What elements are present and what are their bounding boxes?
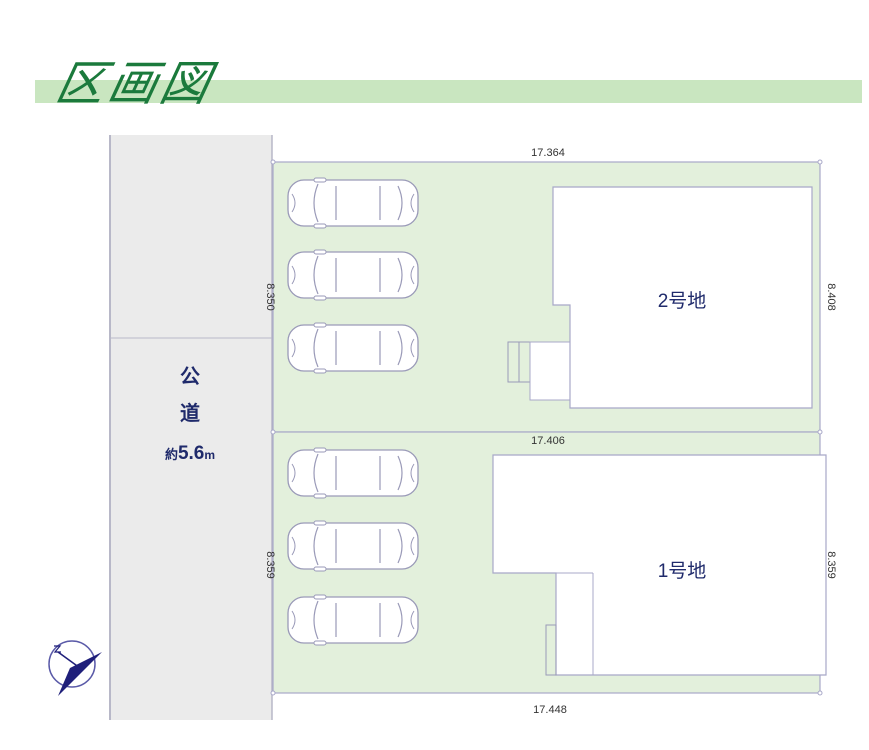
parking-space-car <box>287 249 419 301</box>
dim-lot2-top: 17.364 <box>531 147 565 159</box>
parking-space-car <box>287 594 419 646</box>
dim-lot2-left: 8.350 <box>264 283 276 311</box>
lot-2-label: 2号地 <box>658 290 707 312</box>
title-band <box>35 80 862 103</box>
house-2 <box>552 186 813 409</box>
dim-lot1-bottom: 17.448 <box>533 704 567 716</box>
parking-space-car <box>287 520 419 572</box>
public-road <box>110 135 272 720</box>
dim-lot2-right: 8.408 <box>825 283 837 311</box>
north-arrow-icon <box>48 640 102 696</box>
porch-2 <box>529 341 571 401</box>
parking-space-car <box>287 447 419 499</box>
road-label-1: 公 <box>180 365 200 388</box>
road-width: 約5.6m <box>165 443 215 464</box>
road-label-2: 道 <box>180 401 200 425</box>
lot-1-label: 1号地 <box>658 560 707 582</box>
parking-space-car <box>287 322 419 374</box>
parking-space-car <box>287 177 419 229</box>
dim-lot2-bottom: 17.406 <box>531 435 565 447</box>
dim-lot1-right: 8.359 <box>825 551 837 579</box>
dim-lot1-left: 8.359 <box>264 551 276 579</box>
